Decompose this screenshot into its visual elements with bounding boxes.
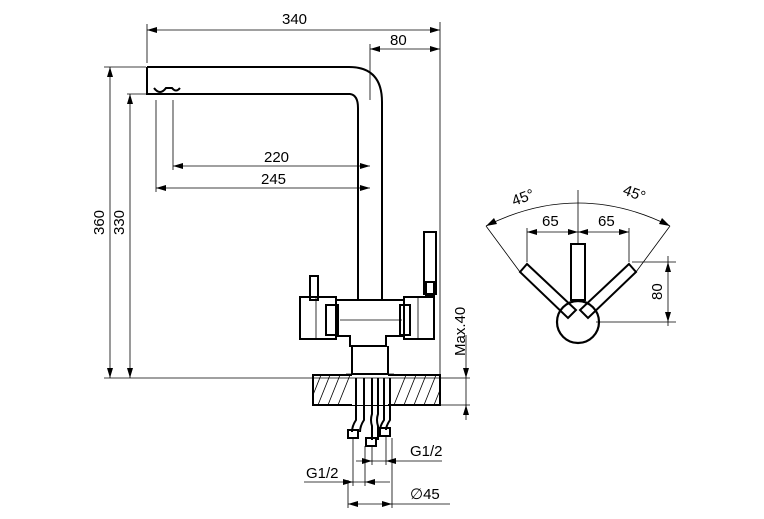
dim-reach-inner: 220 [264, 149, 289, 166]
handle-height-label: 80 [649, 283, 666, 300]
angle-left-label: 45° [510, 186, 537, 210]
dim-overall-width: 340 [282, 11, 307, 28]
dim-spout-offset: 80 [390, 32, 407, 49]
handle-top-view: 45° 45° 65 65 80 [485, 182, 676, 345]
faucet-side-view [146, 66, 441, 447]
dimension-labels: 340 80 220 245 360 330 Max.40 G1/2 G1/2 … [91, 11, 469, 503]
dim-overall-height: 360 [91, 210, 108, 235]
dim-max-countertop: Max.40 [452, 307, 469, 356]
supply-hoses [347, 378, 391, 447]
dim-inlet-left: G1/2 [306, 465, 339, 482]
dim-spout-height: 330 [111, 210, 128, 235]
handle-right-label: 65 [598, 213, 615, 230]
dim-base-diameter: ∅45 [410, 486, 440, 503]
handle-left-label: 65 [542, 213, 559, 230]
dimension-lines [104, 22, 470, 508]
dim-inlet-right: G1/2 [410, 443, 443, 460]
dim-reach-outer: 245 [261, 171, 286, 188]
angle-right-label: 45° [621, 182, 648, 206]
